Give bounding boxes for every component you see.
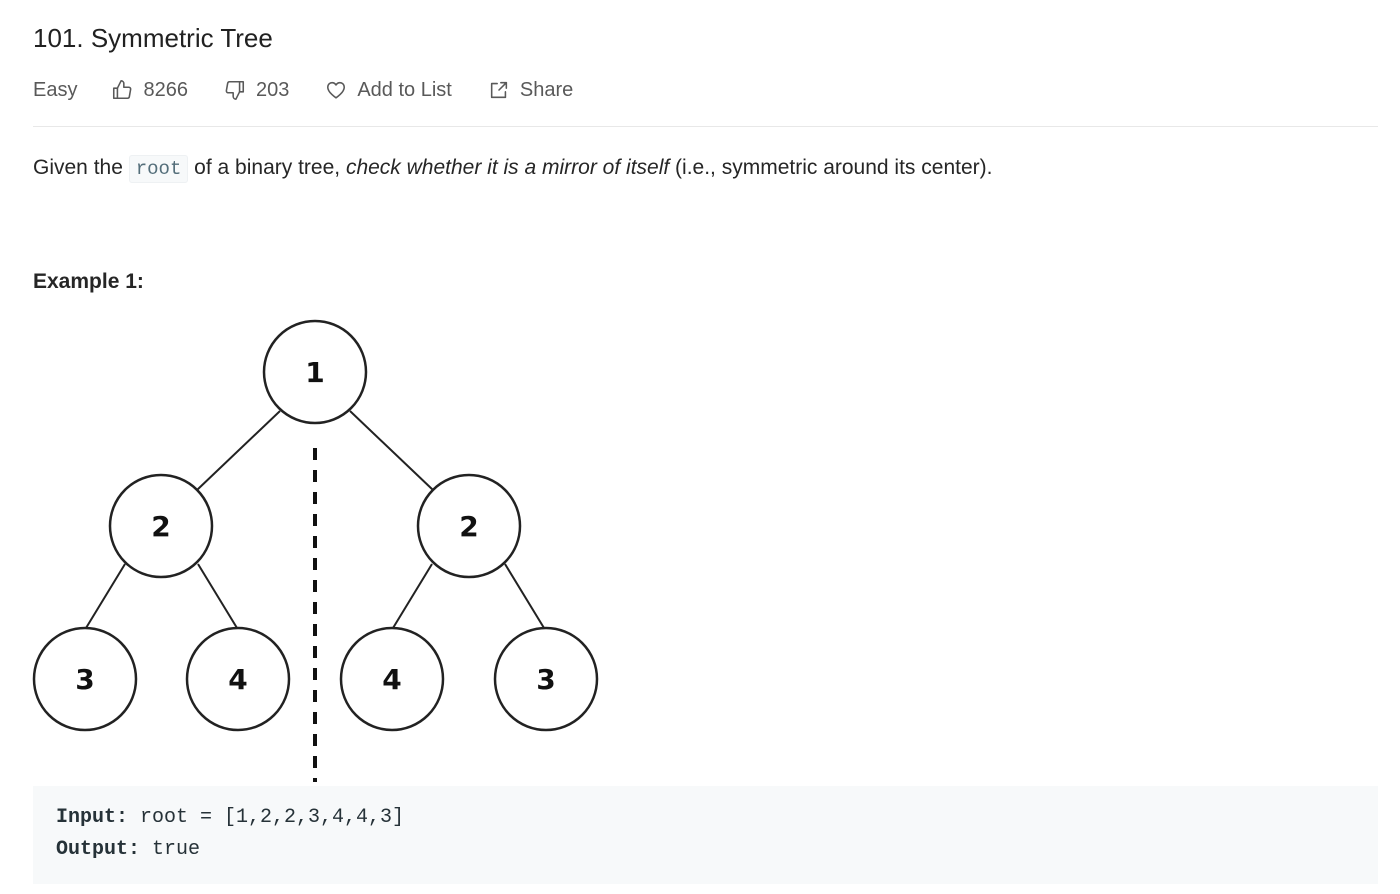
example-output-line: Output: true xyxy=(56,834,1355,866)
tree-edge xyxy=(85,563,126,629)
tree-node-value: 2 xyxy=(151,510,170,543)
problem-description: Given the root of a binary tree, check w… xyxy=(33,152,992,185)
output-value: true xyxy=(140,838,201,861)
like-button[interactable]: 8266 xyxy=(111,79,188,102)
example-input-line: Input: root = [1,2,2,3,4,4,3] xyxy=(56,802,1355,834)
tree-node-value: 4 xyxy=(228,663,247,696)
thumbs-down-icon xyxy=(225,80,244,100)
tree-edge xyxy=(197,563,238,629)
add-to-list-label: Add to List xyxy=(357,78,452,101)
output-label: Output: xyxy=(56,838,141,861)
description-emphasis: check whether it is a mirror of itself xyxy=(345,156,670,179)
problem-title: 101. Symmetric Tree xyxy=(33,23,273,53)
difficulty-label: Easy xyxy=(33,78,78,101)
description-code: root xyxy=(128,155,189,183)
input-value: root = [1,2,2,3,4,4,3] xyxy=(128,806,405,829)
add-to-list-button[interactable]: Add to List xyxy=(325,79,452,102)
description-prefix: Given the xyxy=(33,156,129,179)
tree-node-right: 2 xyxy=(416,473,522,579)
problem-meta-bar: Easy 8266 203 Add to List xyxy=(33,72,609,108)
tree-node-left-left: 3 xyxy=(32,626,138,732)
dislike-button[interactable]: 203 xyxy=(224,79,289,102)
example-title: Example 1: xyxy=(33,270,144,293)
description-middle: of a binary tree, xyxy=(188,156,346,179)
share-icon xyxy=(490,81,507,99)
tree-node-value: 3 xyxy=(536,663,555,696)
tree-node-root: 1 xyxy=(262,319,368,425)
thumbs-up-icon xyxy=(113,80,132,100)
tree-edge xyxy=(349,410,434,491)
example-tree-diagram: 1 2 2 3 4 4 3 xyxy=(32,319,599,782)
share-label: Share xyxy=(519,78,574,101)
tree-node-right-right: 3 xyxy=(493,626,599,732)
dislike-count: 203 xyxy=(255,78,290,101)
tree-node-left: 2 xyxy=(108,473,214,579)
example-io-block: Input: root = [1,2,2,3,4,4,3] Output: tr… xyxy=(33,786,1378,884)
description-suffix: (i.e., symmetric around its center). xyxy=(669,156,993,179)
tree-node-right-left: 4 xyxy=(339,626,445,732)
header-divider xyxy=(33,126,1378,127)
tree-node-value: 1 xyxy=(305,356,324,389)
tree-edge xyxy=(196,410,281,491)
tree-node-value: 3 xyxy=(75,663,94,696)
input-label: Input: xyxy=(56,806,129,829)
heart-icon xyxy=(327,81,346,99)
like-count: 8266 xyxy=(143,78,188,101)
tree-edge xyxy=(392,563,433,629)
share-button[interactable]: Share xyxy=(488,79,573,102)
tree-node-value: 4 xyxy=(382,663,401,696)
tree-edge xyxy=(504,563,545,629)
tree-node-left-right: 4 xyxy=(185,626,291,732)
tree-node-value: 2 xyxy=(459,510,478,543)
